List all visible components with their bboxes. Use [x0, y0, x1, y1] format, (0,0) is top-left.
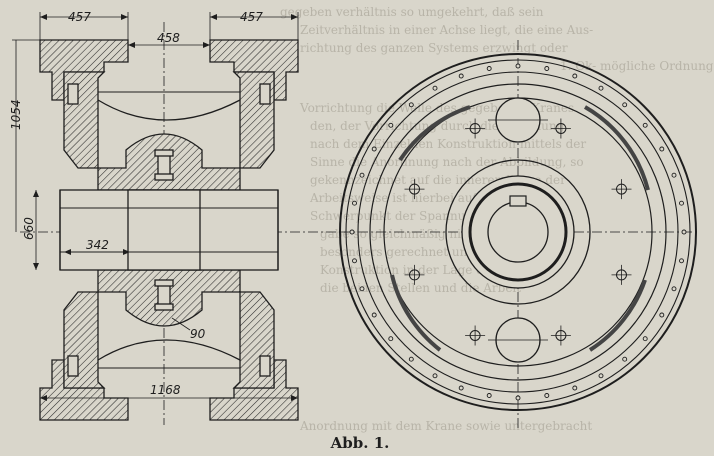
outer-ring-2	[345, 59, 691, 405]
bolt-hole	[408, 356, 414, 362]
bolt-hole	[659, 146, 665, 152]
bolt-hole	[388, 122, 394, 128]
dim-flange-left: 457	[68, 10, 91, 24]
inner-bolt	[611, 179, 632, 200]
bg-line: Zeitverhältnis in einer Achse liegt, die…	[300, 23, 593, 37]
bg-line: richtung des ganzen Systems erzwingt ode…	[300, 41, 568, 55]
bg-line: 1. Ok- mögliche Ordnung festgelegt.	[560, 59, 714, 73]
rim-hatch-segment	[588, 279, 647, 352]
inner-bolt	[465, 118, 486, 139]
bolt-hole	[349, 229, 355, 235]
front-view	[339, 40, 700, 430]
rim-hatch-segment	[398, 105, 471, 162]
inner-bolt	[550, 118, 571, 139]
bolt-hole	[515, 63, 521, 69]
figure-caption: Abb. 1.	[330, 434, 390, 452]
bolt-hole	[458, 385, 464, 391]
bg-line: nach dem Einzelnen Konstruktion mittels …	[310, 137, 586, 151]
bolt-hole	[622, 356, 628, 362]
bolt-hole	[515, 395, 521, 401]
bolt-hole	[371, 146, 377, 152]
bolt-hole	[598, 373, 604, 379]
bg-line: Arbeitsweise ist hierbei auf den	[309, 191, 504, 205]
bolt-hole	[659, 312, 665, 318]
bolt-hole	[352, 258, 357, 264]
bolt-hole	[572, 385, 578, 391]
rim-hatch-segment	[390, 274, 442, 352]
dim-bore-diameter: 660	[22, 217, 36, 240]
dim-inner-width: 458	[157, 31, 180, 45]
bolt-top-center	[154, 149, 174, 181]
bolt-hole	[681, 229, 687, 235]
inner-bolts	[404, 118, 632, 346]
bolt-hole	[432, 373, 438, 379]
bolt-hole	[371, 312, 377, 318]
dim-total-width: 1168	[150, 383, 181, 397]
inner-bolt	[465, 325, 486, 346]
bolt-hole	[671, 286, 677, 292]
dim-overall-diameter: 1054	[9, 99, 23, 130]
bolt-hole	[544, 393, 550, 398]
bolt-hole	[359, 286, 365, 292]
bolt-hole	[642, 336, 648, 342]
inner-bolt	[611, 264, 632, 285]
bolt-hole	[432, 85, 438, 91]
bg-line: Anordnung mit dem Krane sowie untergebra…	[299, 419, 592, 433]
bolt-flange	[67, 83, 271, 377]
dimension-lines	[12, 12, 299, 404]
bolt-holes	[349, 63, 687, 401]
bolt-hole	[598, 85, 604, 91]
rim-hatch-segment	[584, 105, 650, 191]
bolt-hole	[388, 336, 394, 342]
inner-bolt	[404, 264, 425, 285]
inner-bolt	[404, 179, 425, 200]
inner-bolt	[550, 325, 571, 346]
dimension-arrows	[33, 14, 298, 401]
rim-arc-top	[97, 99, 241, 121]
outer-ring	[339, 53, 697, 411]
bolt-hole	[352, 200, 357, 206]
bolt-hole	[642, 122, 648, 128]
bolt-hole	[544, 66, 550, 71]
dim-wall-thickness: 90	[190, 327, 206, 341]
dim-flange-right: 457	[240, 10, 263, 24]
bolt-hole	[671, 172, 677, 178]
bolt-bottom-center	[154, 279, 174, 311]
bg-line: Sinne die Anordnung nach der Abbildung, …	[310, 155, 584, 169]
bg-line: gegeben verhältnis so umgekehrt, daß sei…	[280, 5, 544, 19]
bolt-hole	[486, 393, 492, 398]
keyway	[509, 195, 527, 207]
bg-line: die beiden Stellen und die Arbeit	[320, 281, 521, 295]
bolt-hole	[458, 73, 464, 79]
bolt-hole	[679, 200, 684, 206]
bolt-hole	[622, 102, 628, 108]
hub-core	[127, 189, 201, 271]
hub-outer-circle	[445, 159, 591, 305]
rim-ring	[369, 83, 667, 381]
bolt-hole	[408, 102, 414, 108]
bolt-hole	[359, 172, 365, 178]
bolt-circle	[357, 71, 679, 393]
bolt-hole	[679, 258, 684, 264]
rim-arc-bottom	[97, 339, 241, 361]
bolt-hole	[486, 66, 492, 71]
hub-thick-ring	[468, 182, 568, 282]
bolt-hole	[572, 73, 578, 79]
dim-hub-offset: 342	[86, 238, 109, 252]
section-view	[12, 12, 345, 425]
